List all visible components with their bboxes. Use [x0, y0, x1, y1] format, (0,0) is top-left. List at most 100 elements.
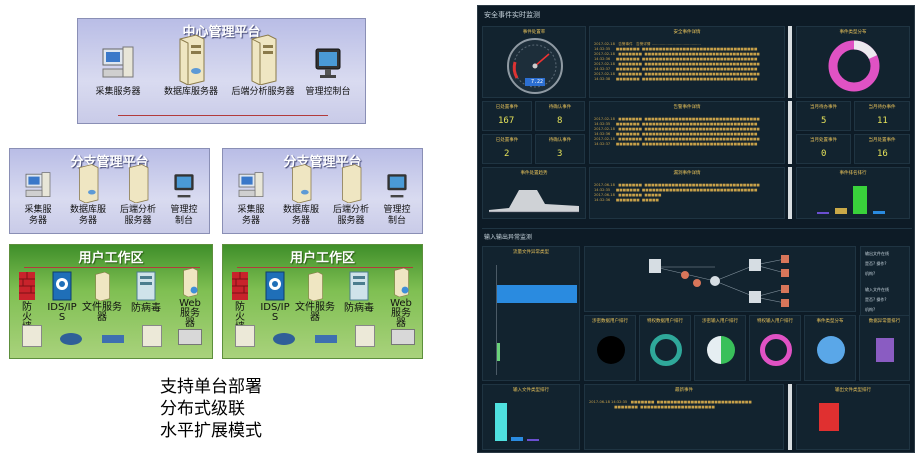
- side-item[interactable]: 是否? 操作?: [865, 297, 887, 302]
- gauge-value: 7.22: [530, 79, 544, 85]
- web-server-node: Web 服务 器: [170, 267, 210, 329]
- section-title: 输入输出异常监测: [484, 234, 533, 241]
- web-server-icon: [394, 267, 409, 297]
- analysis-server-node: 后端分析 服务器: [114, 163, 162, 227]
- stat-value: 3: [557, 149, 563, 159]
- ids-shield-icon: [52, 271, 72, 301]
- caption-line: 支持单台部署: [160, 377, 262, 397]
- stat-card: 待确认事件 3: [535, 134, 585, 164]
- db-server-node: 数据库服务器: [156, 33, 226, 98]
- side-item[interactable]: 机构?: [865, 271, 876, 276]
- side-item[interactable]: 输入文件在线: [865, 287, 889, 292]
- analysis-server-node: 后端分析服务器: [228, 33, 298, 98]
- antivirus-server-icon: [349, 271, 369, 301]
- console-node: 管理控 制台: [162, 171, 206, 227]
- tower-server-icon: [251, 34, 277, 85]
- center-platform-panel: 中心管理平台 采集服务器 数据库服务器 后端分析服务器 管理控制台: [77, 18, 366, 124]
- bar-3: [853, 186, 867, 214]
- desktop-server-icon: [25, 172, 51, 197]
- ranking-title: 事件排名排行: [839, 171, 867, 176]
- stat-label: 待确认事件: [548, 138, 572, 143]
- stat-value: 2: [504, 149, 510, 159]
- scrollbar[interactable]: [788, 384, 792, 450]
- antivirus-node: 防病毒: [339, 271, 379, 314]
- donut-card: 特权输入用户排行: [749, 315, 801, 381]
- donut-card: 事件类型分布: [804, 315, 856, 381]
- tower-server-icon: [95, 271, 110, 301]
- bar: [876, 338, 894, 362]
- pie-title: 事件类型分布: [839, 30, 867, 35]
- workzone-title: 用户工作区: [78, 251, 144, 266]
- center-platform-title: 中心管理平台: [182, 25, 261, 40]
- tower-server-icon: [292, 164, 312, 203]
- db-server-node: 数据库服 务器: [64, 163, 112, 227]
- antivirus-node: 防病毒: [126, 271, 166, 314]
- vuln-list-title: 漏洞事件详情: [673, 171, 701, 176]
- bar: [495, 403, 507, 441]
- pc-icon: [22, 325, 42, 347]
- side-item[interactable]: 机构?: [865, 307, 876, 312]
- input-file-title: 输入文件类型排行: [513, 388, 549, 393]
- console-node: 管理控 制台: [375, 171, 419, 227]
- web-server-icon: [183, 267, 198, 297]
- side-list-card: 输出文件在线 是否? 操作? 机构? 输入文件在线 是否? 操作? 机构?: [860, 246, 910, 326]
- scrollbar[interactable]: [788, 101, 792, 164]
- bar: [527, 439, 539, 441]
- db-server-node: 数据库服 务器: [277, 163, 325, 227]
- console-node: 管理控制台: [298, 45, 358, 98]
- collector-server-node: 采集服 务器: [16, 171, 60, 227]
- ranking-bar-card: 事件排名排行: [796, 167, 910, 219]
- branch-platform-panel-2: 分支管理平台 采集服 务器 数据库服 务器 后端分析 服务器 管理控 制台: [222, 148, 423, 234]
- desktop-server-icon: [238, 172, 264, 197]
- firewall-icon: [19, 272, 35, 300]
- tower-server-icon: [308, 271, 323, 301]
- stat-card: 已处置事件 2: [482, 134, 532, 164]
- output-file-title: 输出文件类型排行: [835, 388, 871, 393]
- axis-line: [496, 265, 497, 375]
- side-item[interactable]: 是否? 操作?: [865, 261, 887, 266]
- alarm-list-card: 告警事件详情 2017-02-18 ■■■■■■■ ■■■■■■■■■■■■■■…: [589, 101, 785, 164]
- node-label: 文件服务 器: [295, 302, 335, 323]
- stat-card: 当月处置事件 16: [854, 134, 910, 164]
- latest-event-title: 最新事件: [675, 388, 693, 393]
- node-label: 采集服 务器: [24, 205, 52, 226]
- donut-chart: [597, 336, 625, 364]
- security-dashboard: 安全事件实时监测 事件处置率 7.22 安全事件详情 2017-02-18 告警…: [477, 5, 915, 453]
- donut-card: 涉密输入用户排行: [694, 315, 746, 381]
- node-label: 后端分析 服务器: [332, 205, 369, 226]
- node-label: 数据库服务器: [163, 87, 218, 97]
- tower-server-icon: [179, 34, 205, 85]
- scrollbar[interactable]: [788, 26, 792, 98]
- collector-server-node: 采集服务器: [88, 45, 148, 98]
- stat-label: 已处置事件: [495, 105, 519, 110]
- node-label: 防病毒: [344, 303, 374, 314]
- donut-title: 特权输入用户排行: [757, 319, 793, 324]
- file-server-node: 文件服务 器: [82, 271, 122, 323]
- node-label: 管理控 制台: [383, 205, 411, 226]
- donut-chart: [817, 336, 845, 364]
- switch-icon: [102, 335, 124, 343]
- flow-type-card: 流量文件异常类型: [482, 246, 580, 381]
- node-label: 后端分析 服务器: [119, 205, 156, 226]
- caption-line: 分布式级联: [160, 399, 245, 419]
- side-item[interactable]: 输出文件在线: [865, 251, 889, 256]
- tower-server-icon: [79, 164, 99, 203]
- bar: [511, 437, 523, 441]
- router-icon: [60, 333, 82, 345]
- firewall-icon: [232, 272, 248, 300]
- alarm-log-text: 2017-02-18 ■■■■■■■ ■■■■■■■■■■■■■■■■■■■■■…: [594, 117, 760, 146]
- ids-ips-node: IDS/IP S: [44, 271, 80, 323]
- network-topology-card: [584, 246, 856, 312]
- stat-value: 8: [557, 116, 563, 126]
- link-line: [237, 267, 413, 268]
- event-log-text: 2017-02-18 告警事件 告警详情 ...................…: [594, 42, 760, 81]
- trend-card: 事件处置趋势: [482, 167, 586, 219]
- stat-card: 待确认事件 8: [535, 101, 585, 131]
- area-chart: [489, 190, 579, 213]
- latest-event-text: 2017-06-18 14:32:35 ■■■■■■■ ■■■■■■■■■■■■…: [589, 400, 752, 409]
- analysis-server-node: 后端分析 服务器: [327, 163, 375, 227]
- donut-title: 涉密数据用户排行: [592, 319, 628, 324]
- input-file-type-card: 输入文件类型排行: [482, 384, 580, 450]
- ids-shield-icon: [265, 271, 285, 301]
- scrollbar[interactable]: [788, 167, 792, 219]
